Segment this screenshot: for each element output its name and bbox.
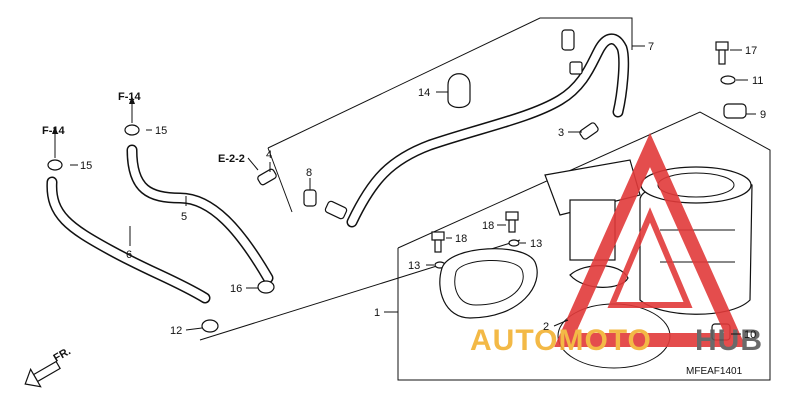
connector-8 (303, 189, 348, 220)
callout-15-b: 15 (155, 125, 167, 137)
callout-2: 2 (543, 321, 549, 333)
callout-13-a: 13 (408, 260, 420, 272)
clip-15-left (47, 126, 63, 171)
triangle-logo-icon (554, 132, 746, 347)
front-direction-indicator: FR. (24, 345, 73, 388)
callout-15-a: 15 (80, 160, 92, 172)
callout-7: 7 (648, 41, 654, 53)
ref-f14-mid: F-14 (118, 91, 142, 103)
bolt-18-b (505, 211, 519, 233)
direction-label: FR. (52, 345, 73, 364)
washer-13-b (508, 239, 520, 247)
callout-8: 8 (306, 167, 312, 179)
leader-lines (70, 45, 756, 335)
fuel-pump-assembly (544, 159, 753, 315)
watermark-logo: AUTOMOTO HUB (470, 132, 763, 357)
hose-7 (346, 33, 630, 228)
bolt-18-a (431, 231, 445, 253)
callout-11: 11 (752, 75, 763, 87)
callout-12: 12 (170, 325, 182, 337)
washer-11 (720, 75, 736, 85)
watermark-text-part2: HUB (695, 324, 763, 357)
callout-5: 5 (181, 211, 187, 223)
reference-labels: F-14 F-14 E-2-2 (42, 91, 259, 171)
callout-16: 16 (230, 283, 242, 295)
clip-15-mid (124, 96, 140, 136)
callout-4: 4 (266, 149, 272, 161)
ref-e22: E-2-2 (218, 153, 245, 165)
callout-18-a: 18 (455, 233, 467, 245)
callout-18-b: 18 (482, 220, 494, 232)
hose-end-7 (561, 29, 583, 75)
callout-1: 1 (374, 307, 380, 319)
callout-labels: 15 15 6 5 4 8 14 3 7 17 11 9 18 18 13 13… (80, 41, 766, 341)
watermark-text-part1: AUTOMOTO (470, 324, 652, 357)
diagram-code: MFEAF1401 (686, 366, 743, 377)
ref-f14-left: F-14 (42, 125, 66, 137)
callout-14: 14 (418, 87, 430, 99)
joint-4 (257, 168, 277, 186)
callout-17: 17 (745, 45, 757, 57)
callout-6: 6 (126, 249, 132, 261)
callout-13-b: 13 (530, 238, 542, 250)
callout-3: 3 (558, 127, 564, 139)
gasket-plate (439, 248, 538, 319)
clamp-14 (447, 73, 471, 109)
bolt-17 (715, 41, 729, 65)
hose-6 (46, 176, 211, 304)
arrow-icon (24, 360, 61, 388)
clip-16 (257, 280, 275, 294)
callout-9: 9 (760, 109, 766, 121)
grommet-9 (723, 103, 747, 119)
clip-12 (201, 319, 219, 333)
hose-5 (126, 144, 274, 284)
joint-3 (579, 122, 599, 140)
callout-10: 10 (744, 329, 756, 341)
